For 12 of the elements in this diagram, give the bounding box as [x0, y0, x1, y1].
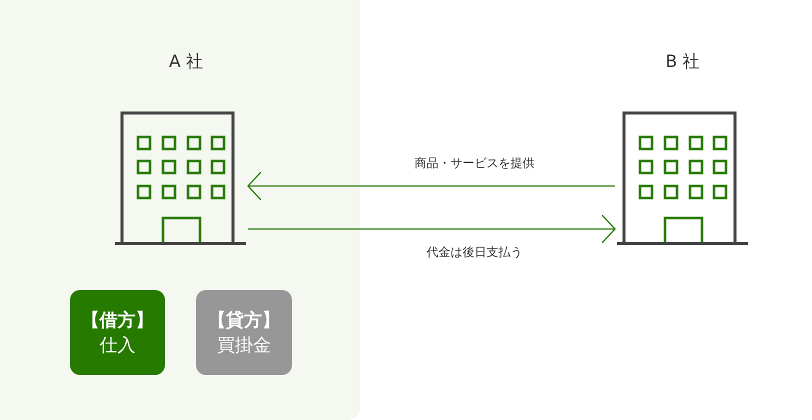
credit-box [196, 290, 292, 375]
account-name: 仕入 [100, 334, 136, 358]
entry-side-label: 【貸方】 [208, 308, 280, 332]
account-name: 買掛金 [217, 334, 271, 358]
edge-label: 商品・サービスを提供 [412, 155, 536, 172]
arrow [248, 214, 616, 244]
entry-side-label: 【借方】 [82, 308, 154, 332]
company-name: B 社 [665, 51, 700, 73]
company-panel [0, 0, 360, 420]
arrow [247, 171, 615, 201]
debit-box [70, 290, 165, 375]
company-name: A 社 [168, 51, 204, 73]
